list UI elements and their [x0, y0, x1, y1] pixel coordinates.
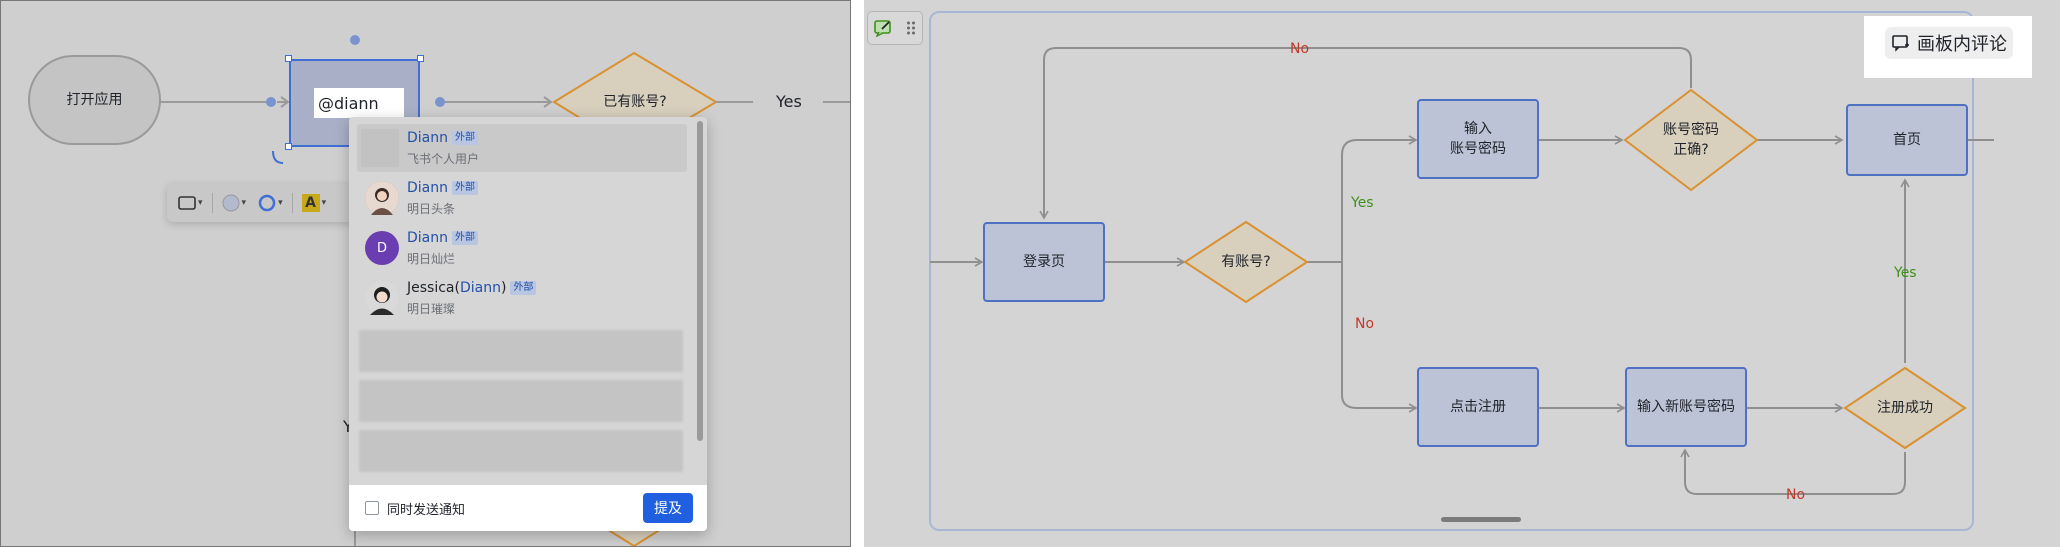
- blurred-list-item[interactable]: [359, 430, 683, 472]
- node-login[interactable]: 登录页: [1023, 254, 1065, 270]
- partial-edge-label: Y: [343, 417, 353, 436]
- mention-suggestion-popup: Diann 外部 飞书个人用户 Diann 外部 明日头条 D Diann 外部 明日…: [349, 117, 707, 531]
- comment-tool-button[interactable]: [874, 19, 894, 37]
- submit-mention-button[interactable]: 提及: [643, 493, 693, 523]
- node-input-account-line1: 输入: [1464, 121, 1492, 137]
- shape-text-input[interactable]: [314, 88, 404, 118]
- board-comment-button[interactable]: 画板内评论: [1885, 27, 2013, 59]
- resize-handle-top-right[interactable]: [417, 55, 424, 62]
- node-input-account[interactable]: 输入 账号密码: [1418, 100, 1538, 178]
- decision-node-label[interactable]: 已有账号?: [603, 94, 667, 110]
- board-frame[interactable]: [929, 11, 1974, 531]
- mention-item[interactable]: Diann 外部 飞书个人用户: [357, 124, 687, 172]
- node-home[interactable]: 首页: [1893, 132, 1921, 148]
- avatar: D: [365, 231, 399, 265]
- edge-label-no-lower: No: [1355, 316, 1375, 332]
- edge-label-no-top: No: [1290, 41, 1310, 57]
- horizontal-scroll-indicator[interactable]: [1441, 517, 1521, 522]
- left-canvas-panel[interactable]: 打开应用 已有账号? Yes Y ▾ ▾ ▾ A ▾ Diann 外部: [0, 0, 851, 547]
- drag-handle[interactable]: [906, 20, 916, 36]
- edge-label-yes-upper: Yes: [1351, 195, 1374, 211]
- node-register-success[interactable]: 注册成功: [1877, 400, 1933, 416]
- node-check-line1: 账号密码: [1663, 122, 1719, 138]
- stroke-color-button[interactable]: ▾: [255, 190, 286, 216]
- person-photo-icon: [365, 181, 399, 215]
- node-input-account-line2: 账号密码: [1450, 141, 1506, 157]
- drag-handle-icon: [907, 21, 915, 35]
- notify-checkbox[interactable]: [365, 501, 379, 515]
- mention-name: Diann: [407, 129, 448, 146]
- fill-color-button[interactable]: ▾: [219, 190, 250, 216]
- avatar: [365, 281, 399, 315]
- mention-name-prefix: Jessica(: [407, 279, 460, 296]
- mention-org: 飞书个人用户: [407, 151, 480, 166]
- mention-name-highlight: Diann: [459, 279, 501, 296]
- right-flow-connectors: [930, 47, 1994, 495]
- node-check-line2: 正确?: [1673, 142, 1709, 158]
- mention-item[interactable]: Diann 外部 明日头条: [357, 174, 687, 222]
- mention-org: 明日璀璨: [407, 301, 456, 316]
- shape-style-toolbar: ▾ ▾ ▾ A ▾: [167, 184, 355, 222]
- add-comment-icon: [1892, 35, 1909, 52]
- panel-divider: [851, 0, 864, 547]
- blurred-list-item[interactable]: [359, 330, 683, 372]
- fill-color-icon: [222, 194, 240, 212]
- rectangle-icon: [178, 196, 196, 210]
- blurred-list-item[interactable]: [359, 380, 683, 422]
- yes-edge-label: Yes: [776, 92, 802, 111]
- external-badge: 外部: [510, 280, 537, 295]
- edge-label-yes-right: Yes: [1894, 265, 1917, 281]
- avatar: [361, 129, 399, 167]
- node-has-account[interactable]: 有账号?: [1221, 254, 1271, 270]
- node-check-credentials[interactable]: 账号密码 正确?: [1625, 110, 1757, 170]
- board-comment-label: 画板内评论: [1917, 34, 2007, 55]
- external-badge: 外部: [452, 230, 478, 245]
- node-click-register[interactable]: 点击注册: [1450, 399, 1506, 415]
- mention-list-scrollbar[interactable]: [697, 121, 703, 441]
- text-color-button[interactable]: A ▾: [299, 190, 330, 216]
- mention-footer: 同时发送通知 提及: [349, 485, 707, 531]
- mention-org: 明日灿烂: [407, 251, 456, 266]
- person-photo-icon: [365, 281, 399, 315]
- comment-edit-icon: [874, 20, 891, 37]
- external-badge: 外部: [452, 130, 478, 145]
- mention-name: Diann: [407, 179, 448, 196]
- mention-item[interactable]: Jessica(Diann)外部 明日璀璨: [357, 274, 687, 322]
- mention-name-suffix: ): [500, 279, 507, 296]
- text-color-icon: A: [301, 194, 320, 212]
- stroke-color-icon: [258, 194, 276, 212]
- resize-handle-bottom-left[interactable]: [285, 143, 292, 150]
- mention-item[interactable]: D Diann 外部 明日灿烂: [357, 224, 687, 272]
- external-badge: 外部: [452, 180, 478, 195]
- node-input-new-account[interactable]: 输入新账号密码: [1637, 399, 1735, 415]
- right-canvas-panel[interactable]: 登录页 有账号? 输入 账号密码 账号密码 正确? 首页 点击注册 输入新账号密…: [864, 0, 2060, 547]
- resize-handle-top-left[interactable]: [285, 55, 292, 62]
- avatar: [365, 181, 399, 215]
- shape-type-button[interactable]: ▾: [175, 190, 206, 216]
- mention-org: 明日头条: [407, 201, 456, 216]
- mention-name: Diann: [407, 229, 448, 246]
- start-node-label[interactable]: 打开应用: [66, 92, 123, 108]
- edge-label-no-bottom: No: [1786, 487, 1806, 503]
- frame-tools: [867, 11, 923, 45]
- notify-label: 同时发送通知: [387, 502, 466, 518]
- comment-highlight-area: 画板内评论: [1864, 16, 2032, 78]
